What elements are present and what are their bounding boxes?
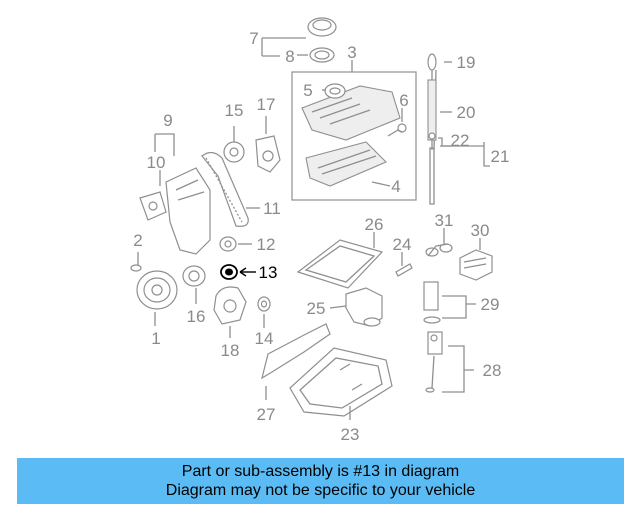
callout-19: 19 <box>457 53 476 72</box>
callout-28: 28 <box>483 361 502 380</box>
callout-11: 11 <box>263 199 281 218</box>
callout-24: 24 <box>393 235 412 254</box>
callout-13-highlighted: 13 <box>259 263 278 282</box>
callout-7: 7 <box>249 29 258 48</box>
engine-parts-diagram: 1 2 3 4 5 6 7 8 9 10 11 12 13 14 15 16 1… <box>130 17 510 444</box>
callout-30: 30 <box>471 221 490 240</box>
callout-14: 14 <box>255 329 274 348</box>
callout-1: 1 <box>151 329 160 348</box>
banner-line-1: Part or sub-assembly is #13 in diagram <box>181 463 460 480</box>
callout-2: 2 <box>133 231 142 250</box>
callout-15: 15 <box>225 101 244 120</box>
callout-26: 26 <box>365 215 384 234</box>
tensioner-17-part <box>255 135 281 173</box>
callout-18: 18 <box>221 341 240 360</box>
info-banner: Part or sub-assembly is #13 in diagram D… <box>17 458 624 504</box>
bushing-14-part <box>257 296 271 312</box>
callout-31: 31 <box>435 211 454 230</box>
banner-line-2: Diagram may not be specific to your vehi… <box>165 482 476 499</box>
callout-4: 4 <box>391 177 400 196</box>
baffle-27-part <box>261 323 331 380</box>
oil-filter-29-part <box>423 281 441 324</box>
timing-cover-part <box>139 167 211 255</box>
callout-5: 5 <box>303 81 312 100</box>
filter-housing-28-part <box>425 331 443 393</box>
callout-16: 16 <box>187 307 206 326</box>
oil-cooler-30-part <box>459 249 493 281</box>
bolt-2-part <box>130 252 142 272</box>
callout-29: 29 <box>481 295 500 314</box>
callout-9: 9 <box>163 111 172 130</box>
callout-6: 6 <box>399 91 408 110</box>
callout-27: 27 <box>257 405 276 424</box>
valve-cover-part <box>301 83 407 187</box>
oil-pump-18-part <box>213 286 247 325</box>
callout-12: 12 <box>257 235 276 254</box>
callout-3: 3 <box>347 43 356 62</box>
callout-8: 8 <box>285 47 294 66</box>
callout-23: 23 <box>341 425 360 444</box>
callout-17: 17 <box>257 95 276 114</box>
callout-10: 10 <box>147 153 166 172</box>
oil-pan-part <box>289 347 393 417</box>
idler-12-part <box>219 236 237 252</box>
gear-16-part <box>182 265 206 287</box>
dipstick-part <box>427 53 437 205</box>
seal-13-part <box>220 264 238 280</box>
crank-pulley-part <box>136 270 178 310</box>
callout-22: 22 <box>451 131 470 150</box>
timing-belt-part <box>201 151 249 227</box>
callout-20: 20 <box>457 103 476 122</box>
oil-filler-cap-part <box>307 17 337 63</box>
oil-pan-gasket-part <box>296 239 384 289</box>
pickup-25-part <box>345 287 383 327</box>
sensor-24-part <box>395 263 413 277</box>
sprocket-15-part <box>223 141 245 163</box>
callout-25: 25 <box>307 299 326 318</box>
valve-31-part <box>425 243 453 257</box>
callout-21: 21 <box>491 147 510 166</box>
